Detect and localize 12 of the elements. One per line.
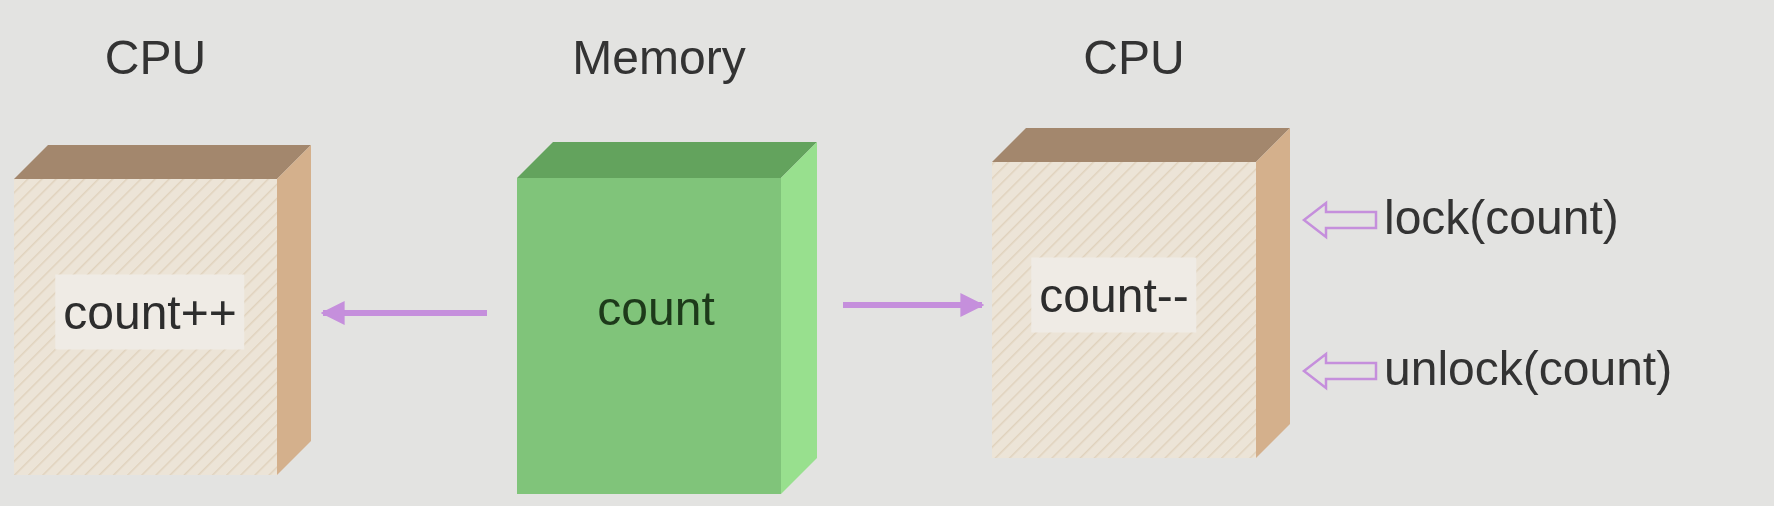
block-title: CPU [1083,30,1185,85]
hollow-arrow [1301,200,1378,240]
arrow [843,293,985,317]
variable-label: count [596,280,716,337]
function-call-label: unlock(count) [1384,342,1673,395]
variable-label: count++ [55,274,245,350]
arrow [320,301,487,325]
block-title: Memory [572,30,746,85]
function-call-label: lock(count) [1384,191,1619,244]
variable-label: count-- [1031,257,1197,333]
hollow-arrow [1301,351,1378,391]
block-title: CPU [104,30,207,85]
